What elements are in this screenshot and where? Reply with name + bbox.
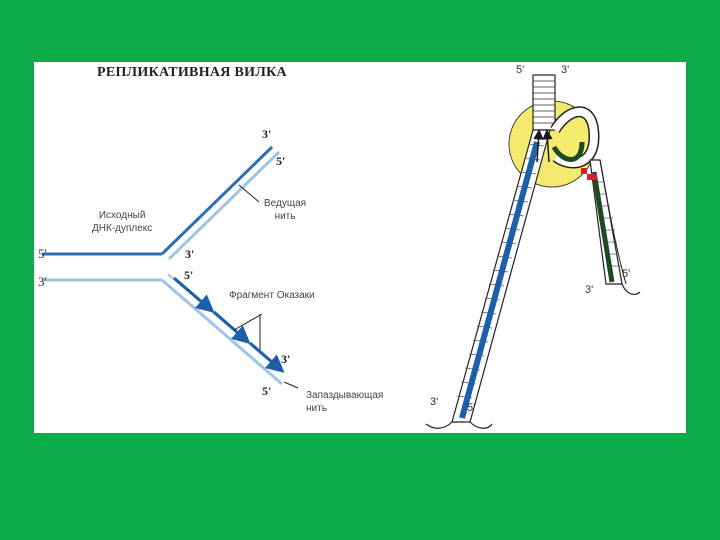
rna-primer: [581, 168, 587, 174]
parent-duplex-label-line1: Исходный: [92, 209, 152, 222]
end-label-leading-top: 3': [262, 127, 271, 142]
end-label-fork-new: 3': [185, 247, 194, 262]
diagram-title: РЕПЛИКАТИВНАЯ ВИЛКА: [97, 65, 287, 81]
end-label-leading-new: 5': [276, 154, 285, 169]
end-label-fork-lagging: 5': [184, 268, 193, 283]
leading-new-strand: [169, 152, 279, 259]
end-label-bottom-right: 5': [467, 402, 475, 414]
okazaki-fragment: [250, 343, 280, 369]
end-label-bottom-left: 3': [430, 396, 438, 408]
leading-pointer-line: [239, 185, 259, 202]
okazaki-fragment-label: Фрагмент Оказаки: [229, 289, 315, 302]
left-tail: [426, 422, 452, 428]
end-label-parent-top: 5': [38, 246, 47, 262]
top-duplex: [533, 75, 555, 130]
diagram-panel: РЕПЛИКАТИВНАЯ ВИЛКА Исходный ДНК-дуплекс…: [34, 62, 686, 433]
end-label-lagging-new: 3': [281, 352, 290, 367]
end-label-lagging-bottom-right: 5': [622, 268, 630, 280]
end-label-top-left: 5': [516, 64, 524, 76]
lagging-strand-label-line1: Запаздывающая: [306, 389, 383, 402]
end-label-parent-bottom: 3': [38, 274, 47, 290]
leading-template-strand: [162, 147, 272, 254]
leading-strand-label-line2: нить: [264, 210, 306, 223]
leading-strand-label: Ведущая нить: [264, 197, 306, 223]
lagging-pointer-line: [284, 382, 298, 388]
end-label-lagging-template: 5': [262, 384, 271, 399]
fork-diagram-right: [426, 75, 640, 428]
end-label-lagging-bottom-left: 3': [585, 284, 593, 296]
parent-duplex-label-line2: ДНК-дуплекс: [92, 222, 152, 235]
fork-diagram-left: [42, 147, 298, 388]
end-label-top-right: 3': [561, 64, 569, 76]
rna-primer: [587, 174, 597, 180]
leading-strand-label-line1: Ведущая: [264, 197, 306, 210]
lagging-strand-label: Запаздывающая нить: [306, 389, 383, 415]
lagging-strand-label-line2: нить: [306, 402, 383, 415]
leading-new-strand-right: [462, 142, 537, 418]
diagram-canvas: [34, 62, 686, 433]
right-tail: [470, 422, 492, 428]
lagging-tail: [622, 284, 640, 294]
parent-duplex-label: Исходный ДНК-дуплекс: [92, 209, 152, 235]
okazaki-pointer-line: [234, 314, 262, 330]
